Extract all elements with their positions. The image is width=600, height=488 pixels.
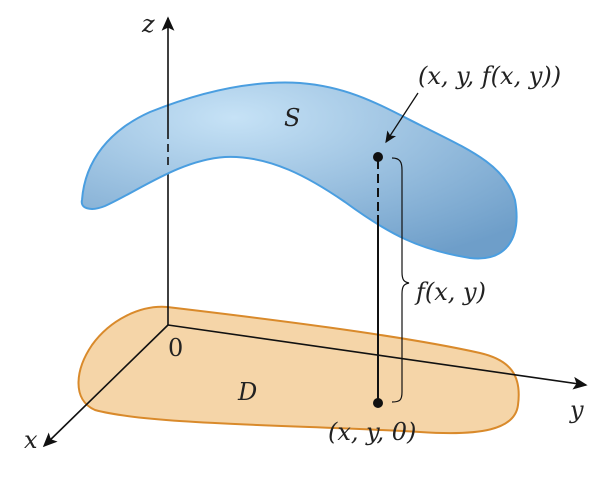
surface-s [80,81,518,260]
origin-label: 0 [168,334,183,362]
surface-point-label: (x, y, f(x, y)) [418,62,561,90]
region-label: D [237,378,257,406]
x-axis-label: x [24,426,38,454]
base-point-dot [373,398,383,408]
x-axis [42,324,169,448]
surface-label: S [284,104,300,132]
z-axis-label: z [141,10,155,38]
pointer-arrow [385,92,419,144]
height-brace [391,157,410,403]
region-d [77,305,520,435]
base-point-label: (x, y, 0) [328,418,416,446]
surface-point-dot [373,152,383,162]
y-axis-label: y [569,396,584,424]
height-label: f(x, y) [414,278,486,306]
